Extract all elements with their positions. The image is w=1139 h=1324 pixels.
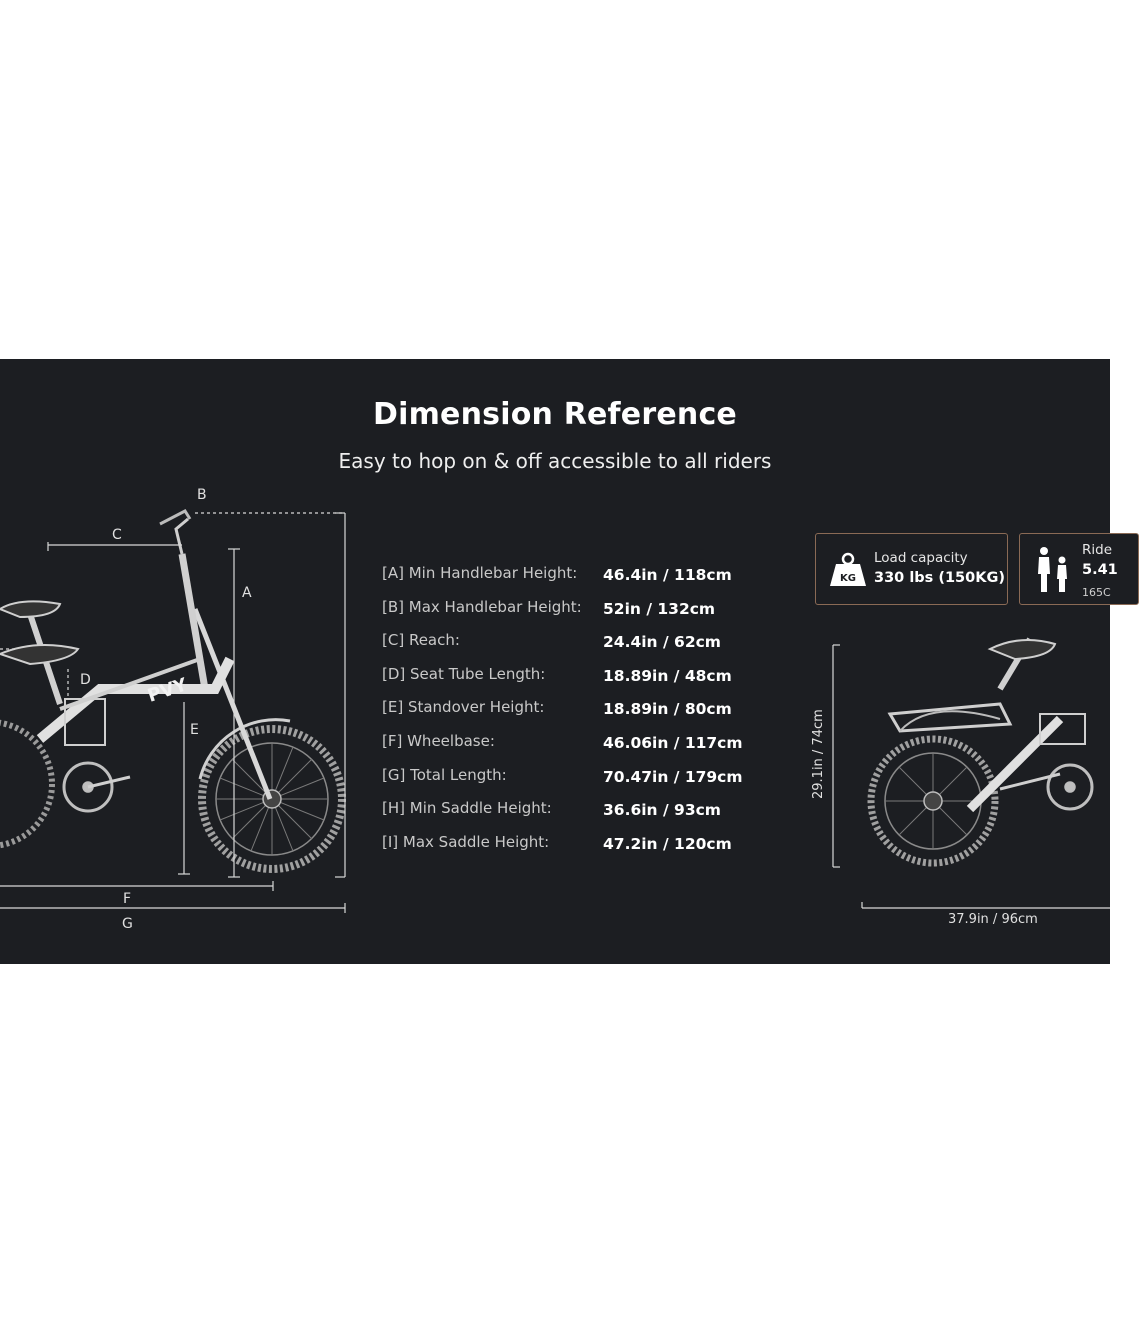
spec-row: [D] Seat Tube Length: 18.89in / 48cm xyxy=(382,665,762,699)
spec-row: [I] Max Saddle Height: 47.2in / 120cm xyxy=(382,833,762,867)
bike-illustration: PVY B C A D E F G xyxy=(0,487,1110,932)
load-capacity-label: Load capacity xyxy=(874,550,968,566)
dim-label-d: D xyxy=(80,672,91,688)
spec-value: 24.4in / 62cm xyxy=(603,633,721,652)
weight-icon-text: KG xyxy=(840,573,856,584)
spec-row: [A] Min Handlebar Height: 46.4in / 118cm xyxy=(382,564,762,598)
load-capacity-card: KG Load capacity 330 lbs (150KG) xyxy=(815,533,1008,605)
spec-label: [H] Min Saddle Height: xyxy=(382,799,552,818)
page-title: Dimension Reference xyxy=(373,397,737,432)
spec-value: 18.89in / 80cm xyxy=(603,700,732,719)
folded-height-label: 29.1in / 74cm xyxy=(811,709,826,799)
spec-value: 18.89in / 48cm xyxy=(603,666,732,685)
spec-row: [C] Reach: 24.4in / 62cm xyxy=(382,631,762,665)
spec-row: [F] Wheelbase: 46.06in / 117cm xyxy=(382,732,762,766)
dim-label-b: B xyxy=(197,487,207,503)
spec-value: 70.47in / 179cm xyxy=(603,767,743,786)
spec-row: [B] Max Handlebar Height: 52in / 132cm xyxy=(382,598,762,632)
riders-icon xyxy=(1038,547,1067,592)
spec-label: [D] Seat Tube Length: xyxy=(382,664,546,683)
weight-icon: KG xyxy=(830,552,866,586)
rider-height-label: Ride xyxy=(1082,542,1113,558)
page-subtitle: Easy to hop on & off accessible to all r… xyxy=(338,449,772,473)
spec-value: 47.2in / 120cm xyxy=(603,834,732,853)
rider-height-metric: 165C xyxy=(1082,586,1111,599)
spec-value: 36.6in / 93cm xyxy=(603,801,721,820)
rider-height-value: 5.41 xyxy=(1082,562,1118,578)
spec-label: [F] Wheelbase: xyxy=(382,731,495,750)
spec-value: 52in / 132cm xyxy=(603,599,716,618)
spec-list: [A] Min Handlebar Height: 46.4in / 118cm… xyxy=(382,564,762,866)
dimension-banner: Dimension Reference Easy to hop on & off… xyxy=(0,359,1139,964)
spec-row: [G] Total Length: 70.47in / 179cm xyxy=(382,766,762,800)
rider-height-card: Ride 5.41 165C xyxy=(1019,533,1139,605)
spec-label: [I] Max Saddle Height: xyxy=(382,832,550,851)
spec-label: [E] Standover Height: xyxy=(382,698,545,717)
spec-label: [C] Reach: xyxy=(382,631,460,650)
spec-label: [A] Min Handlebar Height: xyxy=(382,564,578,582)
spec-row: [H] Min Saddle Height: 36.6in / 93cm xyxy=(382,799,762,833)
dim-label-g: G xyxy=(122,916,133,932)
spec-label: [B] Max Handlebar Height: xyxy=(382,597,582,616)
spec-row: [E] Standover Height: 18.89in / 80cm xyxy=(382,698,762,732)
spec-value: 46.06in / 117cm xyxy=(603,733,743,752)
spec-label: [G] Total Length: xyxy=(382,765,507,784)
dim-label-a: A xyxy=(242,585,252,601)
load-capacity-value: 330 lbs (150KG) xyxy=(874,570,1006,586)
folded-width-label: 37.9in / 96cm xyxy=(948,912,1038,927)
dim-label-e: E xyxy=(190,722,199,738)
bike-logo: PVY xyxy=(145,674,191,707)
dim-label-c: C xyxy=(112,527,122,543)
dim-label-f: F xyxy=(123,891,131,907)
spec-value: 46.4in / 118cm xyxy=(603,566,732,584)
